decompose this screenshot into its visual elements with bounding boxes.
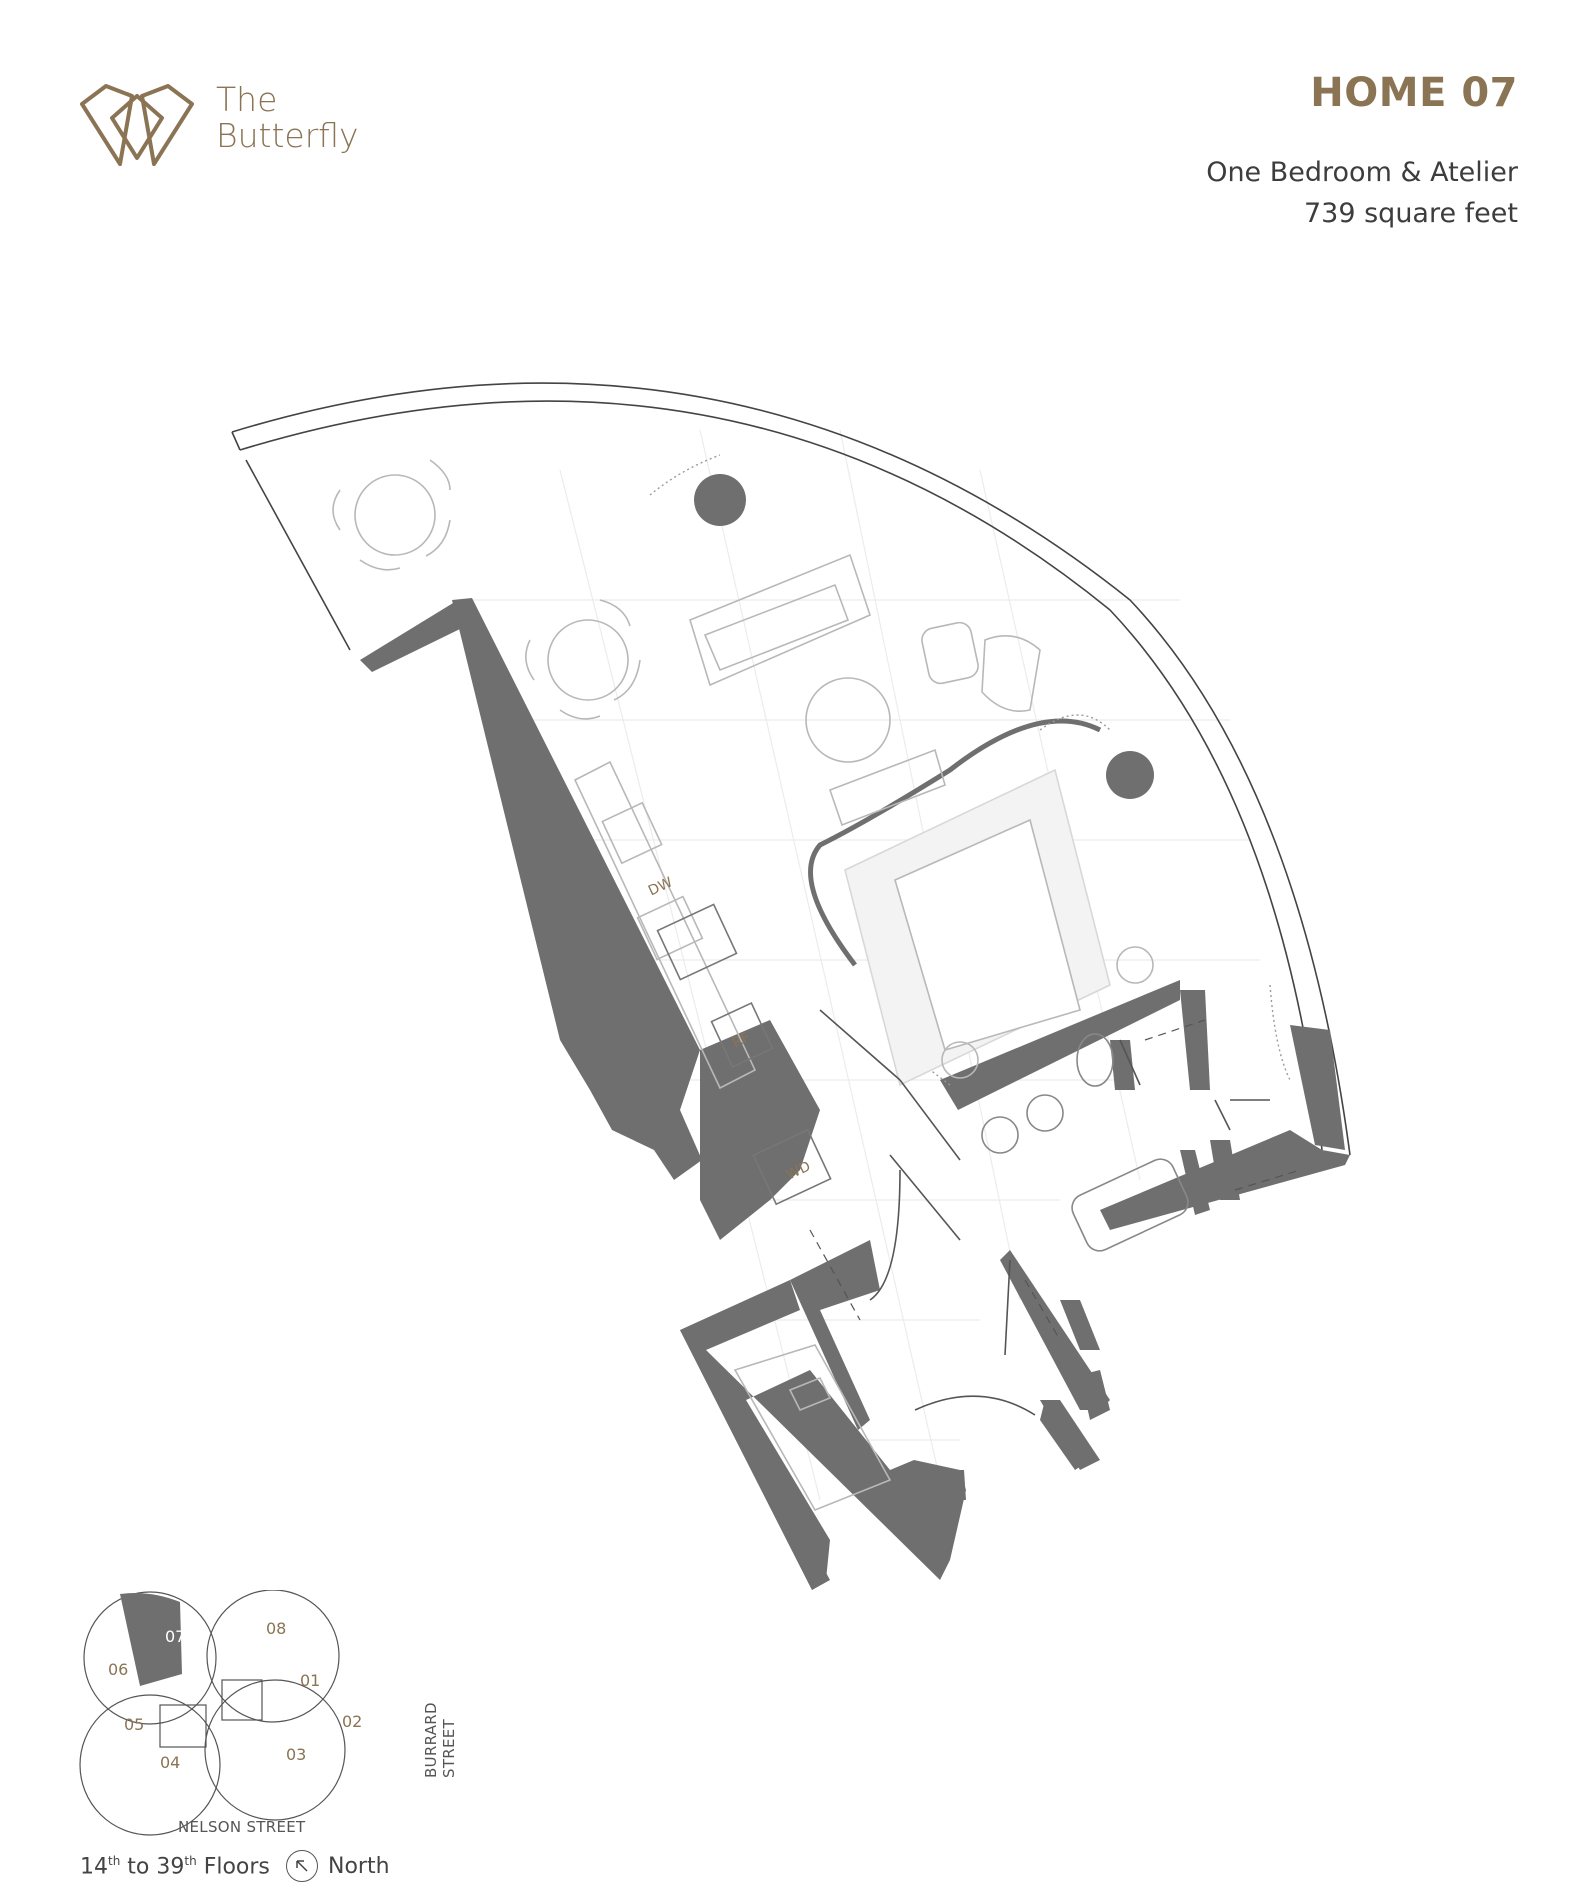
home-type: One Bedroom & Atelier: [1206, 157, 1518, 188]
home-area: 739 square feet: [1304, 198, 1518, 229]
floors-suffix: Floors: [196, 1854, 270, 1880]
floors-from: 14: [80, 1854, 108, 1880]
kitchen-counter: [573, 760, 832, 1206]
home-subtitle-block: One Bedroom & Atelier 739 square feet: [1206, 152, 1518, 234]
sofa: [689, 553, 871, 687]
home-title: HOME 07: [1310, 70, 1518, 116]
key-unit-04: 04: [160, 1753, 180, 1772]
coffee-table: [805, 677, 891, 763]
floors-label: 14th to 39th Floors: [80, 1854, 270, 1879]
unit-07-highlight: [120, 1593, 182, 1686]
brand-logo: The Butterfly: [78, 78, 359, 178]
atelier-furniture: [733, 1344, 892, 1512]
key-unit-06: 06: [108, 1660, 128, 1679]
key-plan-diagram: 07 08 06 01 05 02 04 03: [79, 1589, 362, 1836]
balcony-table-set: [332, 459, 451, 571]
bath-fixtures: [981, 1033, 1189, 1252]
floors-from-sup: th: [108, 1854, 121, 1868]
bed: [844, 768, 1154, 1087]
floors-to-prefix: to: [120, 1854, 157, 1880]
brand-line-1: The: [216, 80, 278, 119]
curtain-wall: [231, 382, 1351, 1156]
north-arrow-icon: [286, 1850, 318, 1882]
closet-markings: [809, 1019, 1301, 1341]
brand-name: The Butterfly: [216, 82, 359, 154]
columns: [694, 474, 1154, 799]
fridge-label: RF: [730, 1029, 753, 1051]
walls: [360, 598, 1350, 1590]
brand-line-2: Butterfly: [216, 116, 359, 155]
floors-to-sup: th: [184, 1854, 197, 1868]
lounge-chairs: [921, 621, 1041, 712]
doors: [819, 1009, 1270, 1416]
dining-table-set: [525, 599, 641, 720]
key-unit-02: 02: [342, 1712, 362, 1731]
north-indicator: North: [286, 1850, 390, 1882]
key-unit-03: 03: [286, 1745, 306, 1764]
column: [1106, 751, 1154, 799]
media-console: [828, 748, 946, 827]
column: [694, 474, 746, 526]
furniture: [332, 459, 1270, 1512]
key-unit-07: 07: [165, 1627, 185, 1646]
floors-to: 39: [156, 1854, 185, 1880]
burrard-street-label: BURRARD STREET: [422, 1702, 458, 1778]
butterfly-logo-icon: [80, 84, 194, 166]
key-unit-05: 05: [124, 1715, 144, 1734]
north-label: North: [328, 1853, 390, 1879]
key-plan: 07 08 06 01 05 02 04 03 BURRARD STREET N…: [70, 1589, 458, 1900]
dishwasher-label: DW: [646, 874, 675, 899]
key-unit-08: 08: [266, 1619, 286, 1638]
nelson-street-label: NELSON STREET: [178, 1818, 306, 1836]
key-unit-01: 01: [300, 1671, 320, 1690]
